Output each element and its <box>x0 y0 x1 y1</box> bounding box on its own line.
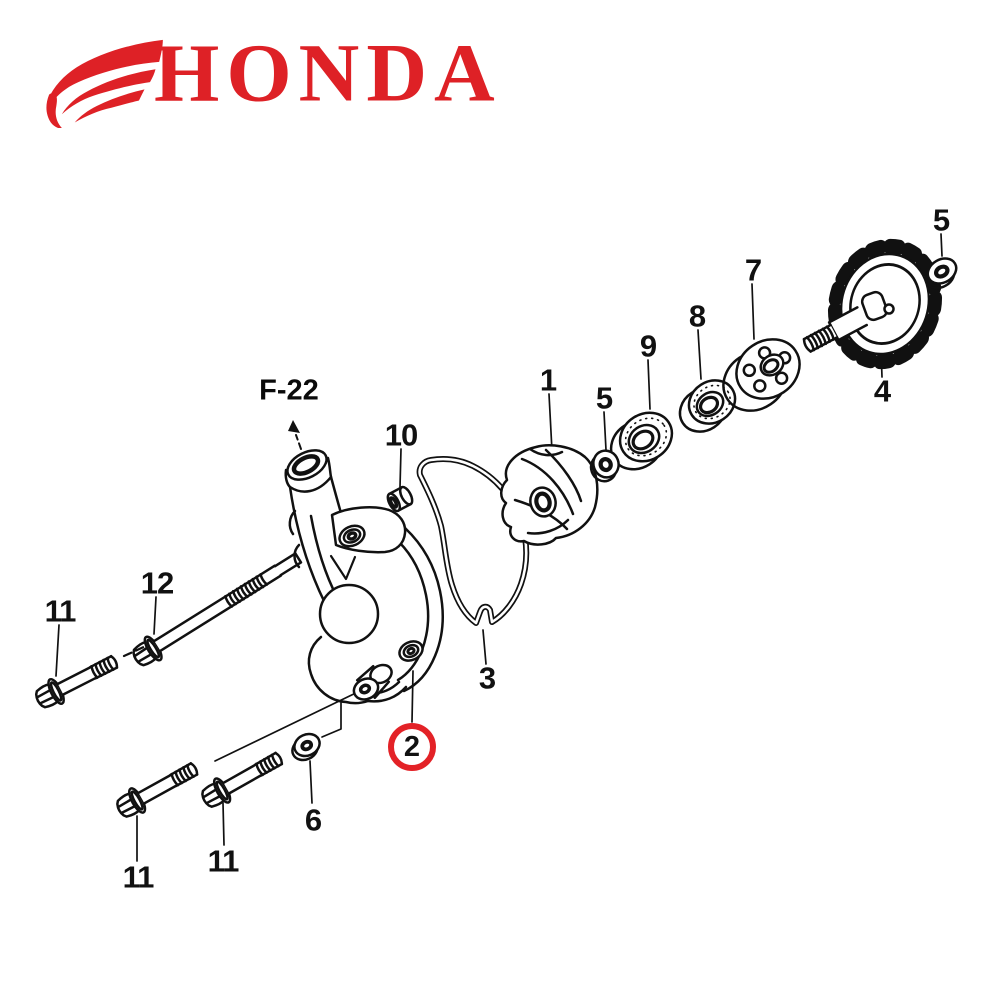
honda-wing-icon <box>46 39 163 128</box>
part-callout[interactable]: 11 <box>44 593 77 629</box>
bolt-11-drawing <box>30 644 289 824</box>
part-callout[interactable]: 7 <box>744 252 762 288</box>
reference-page-label[interactable]: F-22 <box>259 374 319 407</box>
part-callout[interactable]: 10 <box>384 417 418 453</box>
part-callout[interactable]: 5 <box>595 380 613 416</box>
leader-lines <box>55 233 943 862</box>
part-callout[interactable]: 4 <box>873 373 891 409</box>
part-callout[interactable]: 5 <box>932 202 950 238</box>
part-callout[interactable]: 9 <box>639 328 657 364</box>
honda-logo: HONDA <box>42 30 552 130</box>
part-callout[interactable]: 12 <box>140 565 174 601</box>
honda-wordmark: HONDA <box>154 27 502 120</box>
part-callout[interactable]: 11 <box>207 843 240 879</box>
highlighted-part-callout[interactable]: 2 <box>388 723 436 771</box>
washer-6-drawing <box>291 732 321 762</box>
bearing-9-drawing <box>609 411 674 471</box>
part-callout[interactable]: 6 <box>304 802 322 838</box>
impeller-1-drawing <box>500 444 599 546</box>
part-callout[interactable]: 3 <box>478 660 496 696</box>
sprocket-4-drawing <box>802 238 943 370</box>
bolt-12-drawing <box>132 552 303 667</box>
f22-arrow <box>288 420 302 450</box>
washer-5-top-drawing <box>924 257 958 290</box>
part-callout[interactable]: 11 <box>122 859 155 895</box>
part-callout[interactable]: 8 <box>688 298 706 334</box>
water-pump-cover-drawing <box>284 449 444 705</box>
dowel-10-drawing <box>386 485 414 513</box>
highlighted-part-number: 2 <box>403 730 421 763</box>
part-callout[interactable]: 1 <box>539 362 557 398</box>
washer-5-mid-drawing <box>589 449 620 483</box>
bearing-7-drawing <box>722 338 801 412</box>
